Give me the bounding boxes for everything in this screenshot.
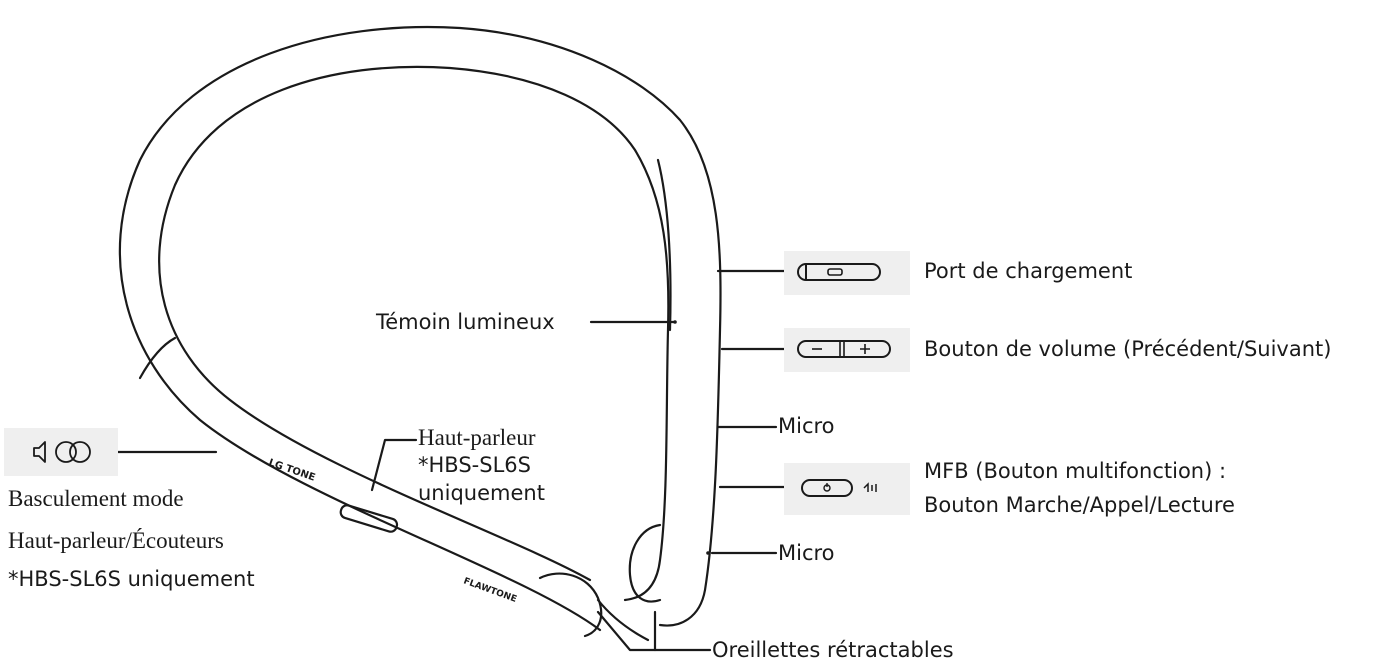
device-brand-print: LG TONE	[267, 457, 317, 483]
power-button-icon	[801, 479, 877, 497]
earbud-right	[628, 523, 662, 603]
device-series-print: FLAWTONE	[462, 576, 518, 604]
label-charging-port: Port de chargement	[924, 259, 1133, 283]
volume-button-box	[784, 328, 910, 372]
label-speaker-line1: Haut-parleur	[418, 425, 536, 450]
label-mic-lower: Micro	[778, 541, 835, 565]
label-mode-line1: Basculement mode	[8, 486, 184, 511]
mic-lower-dot	[706, 551, 710, 555]
label-earbuds: Oreillettes rétractables	[712, 638, 954, 662]
label-mic-upper: Micro	[778, 414, 835, 438]
neckband-inner	[158, 65, 670, 602]
speaker-toggle-icon	[33, 441, 91, 463]
leader-earbuds	[596, 610, 712, 652]
label-mode-line3: *HBS-SL6S uniquement	[8, 567, 255, 591]
mode-toggle-box	[4, 428, 118, 476]
speaker-grille	[339, 504, 399, 533]
volume-rocker-icon	[797, 340, 891, 358]
label-speaker-line3: uniquement	[418, 481, 545, 505]
neckband-outer	[118, 25, 722, 632]
indicator-dot	[673, 320, 677, 324]
right-module-edge	[656, 158, 672, 332]
label-speaker-line2: *HBS-SL6S	[418, 453, 531, 477]
label-mode-line2: Haut-parleur/Écouteurs	[8, 528, 224, 553]
usb-port-icon	[797, 263, 881, 281]
leader-speaker	[370, 438, 418, 492]
label-mfb-line2: Bouton Marche/Appel/Lecture	[924, 493, 1235, 517]
left-arm-end	[538, 572, 603, 638]
charging-port-box	[784, 251, 910, 295]
earbud-left	[596, 598, 650, 642]
left-arm-seam	[138, 336, 177, 380]
mfb-button-box	[784, 463, 910, 515]
label-volume-button: Bouton de volume (Précédent/Suivant)	[924, 337, 1332, 361]
label-indicator: Témoin lumineux	[376, 310, 555, 334]
label-mfb-line1: MFB (Bouton multifonction) :	[924, 459, 1227, 483]
